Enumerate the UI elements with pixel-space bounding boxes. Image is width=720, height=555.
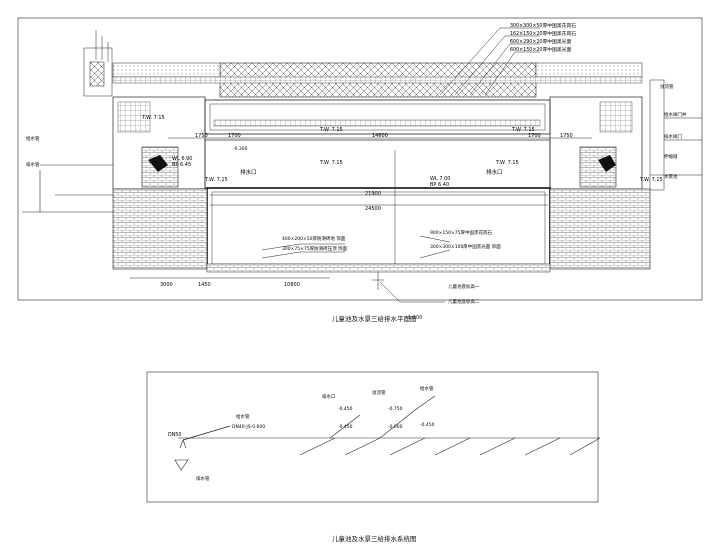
dim-bottom-3: 10800 [284, 282, 300, 288]
right-pit-grid [599, 101, 633, 133]
dim-top-2: 1700 [228, 133, 241, 139]
system-inlet-pipe [182, 425, 231, 441]
left-pit-grid [117, 101, 151, 133]
upper-pool [204, 99, 551, 135]
upper-pool-inner [209, 103, 546, 131]
system-elev-4: -0.600 [388, 424, 403, 430]
tw-left-top: T.W. 7.15 [141, 115, 165, 121]
left-note-2: 排水管 [26, 161, 40, 168]
pool-edge-2: 300×75×75厚防滑砖压顶 饰面 [282, 245, 348, 252]
bottom-leader [379, 281, 445, 303]
system-frame [146, 371, 599, 503]
left-pipes [22, 164, 113, 213]
system-note-left-1: 给水管 [236, 413, 250, 420]
drain-right: 排水口 [486, 168, 503, 176]
main-pool [206, 187, 551, 269]
system-elev-1: -0.450 [338, 406, 353, 412]
right-note-2: 给水阀门井 [664, 111, 687, 118]
tile-note-4: 600×150×20厚中国黑光面 [510, 46, 571, 53]
dim-line-mid [210, 194, 548, 206]
system-branches [299, 437, 601, 456]
tile-note-3: 600×290×20厚中国黑光面 [510, 38, 571, 45]
dim-mid-1: 21900 [365, 191, 381, 197]
wl-center: WL 7.00 [430, 176, 450, 182]
system-note-top-3: 给水管 [420, 385, 434, 392]
system-risers [329, 395, 436, 439]
system-elev-5: -0.450 [420, 422, 435, 428]
system-elev-2: -0.750 [388, 406, 403, 412]
bottom-note-1: 儿童池底标高一 [448, 283, 480, 290]
tile-note-2: 162×150×20厚中国黑花岗石 [510, 30, 576, 37]
drain-left: 排水口 [240, 168, 257, 176]
right-leaders [650, 117, 702, 176]
dim-top-3: 14600 [372, 133, 388, 139]
tw-mid-center: T.W. 7.15 [495, 160, 519, 166]
pool-edge-1: 400×200×50厚防滑砖地 饰面 [282, 235, 346, 242]
system-elev-3: -0.450 [338, 424, 353, 430]
level-small: -0.300 [233, 146, 248, 152]
left-brick-wall [112, 188, 208, 270]
top-leaders [439, 27, 540, 96]
system-title: 儿童池及水景三给排水系统图 [332, 535, 417, 543]
pool-edge-4: 300×300×100厚中国黑光面 饰面 [430, 243, 501, 250]
tw-center-left: T.W. 7.15 [319, 127, 343, 133]
tw-left-mid: T.W. 7.15 [204, 177, 228, 183]
tw-right-mid: T.W. 7.15 [639, 177, 663, 183]
dim-mid-2: 24500 [365, 206, 381, 212]
tile-note-1: 300×300×50厚中国黑花岗石 [510, 22, 576, 29]
pool-edge-3: 900×150×75厚中国黑花岗石 [430, 229, 492, 236]
right-brick-wall [549, 188, 651, 270]
system-note-top-1: 排水口 [322, 393, 336, 400]
system-inlet-arrow [179, 439, 187, 449]
left-equipment-hatch [89, 61, 105, 87]
plan-title: 儿童池及水景三给排水平面图 [332, 315, 417, 323]
dim-top-1: 1750 [195, 133, 208, 139]
bp-center: BP 6.40 [430, 182, 449, 188]
paving-band-right [535, 62, 643, 78]
wl-left: WL 6.90 [172, 156, 192, 162]
right-note-5: 水景池 [664, 173, 678, 180]
system-dn: DN50 [168, 432, 181, 438]
left-risers [95, 30, 109, 62]
left-note-1: 给水管 [26, 135, 40, 142]
left-fountain-mark [148, 155, 168, 172]
dim-bottom-1: 3000 [160, 282, 173, 288]
dim-top-4: 1700 [528, 133, 541, 139]
pool-leaders [261, 235, 451, 259]
tw-center-right: T.W. 7.15 [319, 160, 343, 166]
bottom-brick-strip [206, 263, 551, 273]
main-pool-inner [211, 191, 546, 265]
plan-view: 1750 1700 14600 1700 1750 21900 24500 30… [17, 17, 703, 305]
right-fountain-mark [598, 155, 616, 172]
dim-top-5: 1750 [560, 133, 573, 139]
tw-right-top: T.W. 7.15 [511, 127, 535, 133]
right-note-3: 排水阀门 [664, 133, 682, 140]
right-note-1: 溢流管 [660, 83, 674, 90]
paving-strip [112, 76, 643, 84]
system-note-top-2: 溢流管 [372, 389, 386, 396]
system-note-left-2: 排水管 [196, 475, 210, 482]
right-edge-wall [649, 79, 665, 191]
plan-scale: 1:100 [408, 315, 423, 321]
right-note-4: 伸缩缝 [664, 153, 678, 160]
plan-frame [17, 17, 703, 301]
left-equipment [83, 47, 113, 97]
upper-pool-grating [213, 119, 541, 127]
bp-left: BP 6.45 [172, 162, 191, 168]
system-valve [174, 459, 189, 471]
paving-band-left [112, 62, 221, 78]
axis-mark [372, 272, 384, 290]
system-pipe-1: DN40-JS-0.600 [232, 424, 265, 430]
system-view: DN50 DN40-JS-0.600 -0.450 -0.750 -0.450 … [146, 371, 601, 503]
dim-bottom-2: 1450 [198, 282, 211, 288]
bottom-note-2: 儿童池底标高二 [448, 298, 480, 305]
